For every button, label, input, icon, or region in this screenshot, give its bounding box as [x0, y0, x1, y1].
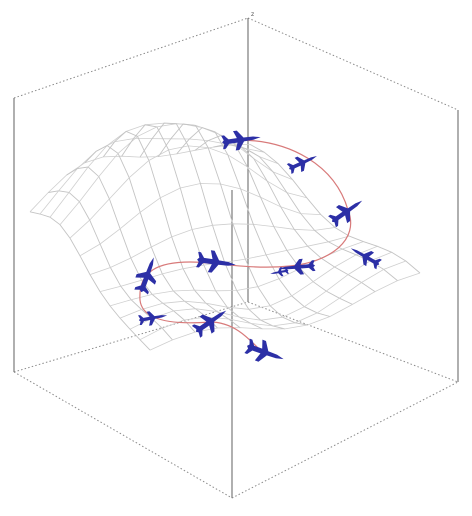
aircraft-icon [243, 335, 288, 370]
aircraft-icon [190, 302, 233, 341]
aircraft-icon [326, 192, 368, 230]
mesh-line-u [66, 166, 196, 333]
aircraft-icon [195, 248, 238, 276]
mesh-line-v [39, 138, 265, 215]
mesh-line-u [194, 134, 353, 305]
mesh-line-v [49, 122, 279, 218]
mesh-line-v [79, 183, 321, 257]
mesh-line-v [69, 145, 307, 239]
mesh-line-v [119, 245, 378, 319]
mesh-line-u [29, 211, 151, 351]
mesh-line-u [84, 144, 218, 329]
bounding-box [13, 17, 459, 499]
mesh-line-u [176, 127, 331, 317]
aircraft-icon [220, 127, 263, 153]
mesh-line-u [249, 144, 421, 274]
mesh-line-v [149, 272, 421, 351]
wireframe-surface [29, 122, 421, 351]
mesh-line-v [139, 260, 406, 341]
aircraft-icon [137, 308, 169, 328]
top-axis-label: z [251, 11, 254, 18]
mesh-line-v [29, 144, 251, 213]
mesh-line-u [157, 123, 308, 326]
mesh-line-v [129, 251, 392, 330]
